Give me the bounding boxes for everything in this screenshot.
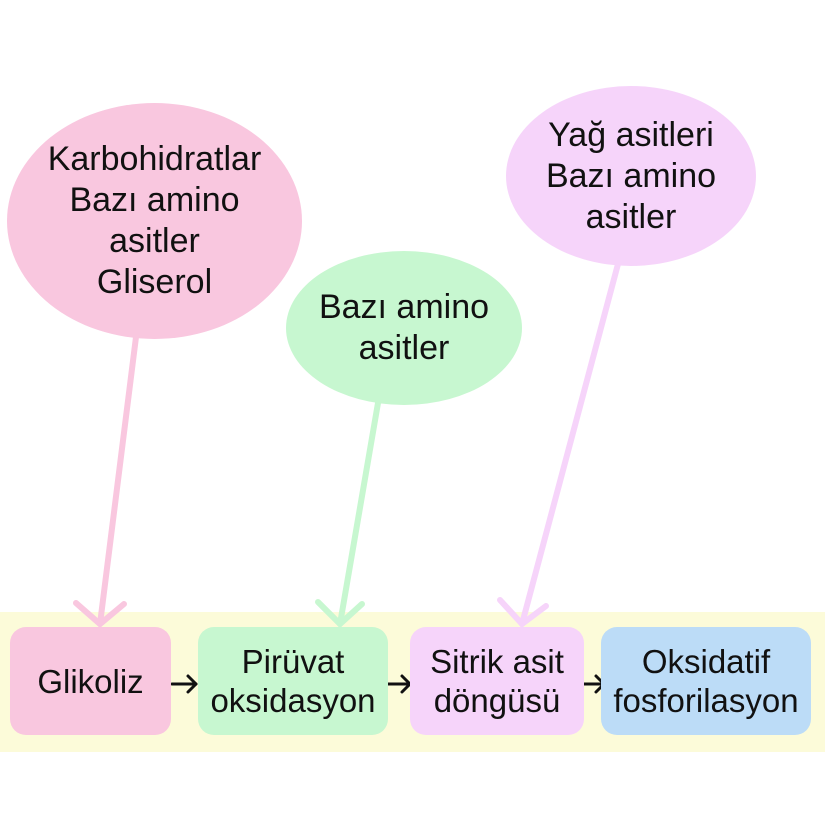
- stage-citric-acid-cycle: Sitrik asit döngüsü: [410, 627, 584, 735]
- source-amino-acids: Bazı amino asitler: [286, 251, 522, 405]
- stage-label-line: oksidasyon: [210, 682, 376, 719]
- source-label-line: asitler: [585, 197, 677, 236]
- stage-label-line: Pirüvat: [241, 643, 345, 680]
- stage-glycolysis: Glikoliz: [10, 627, 171, 735]
- source-carbohydrates: Karbohidratlar Bazı amino asitler Gliser…: [7, 103, 302, 339]
- stage-pyruvate-oxidation: Pirüvat oksidasyon: [198, 627, 388, 735]
- feed-arrow-purple: [497, 261, 621, 629]
- source-label-line: asitler: [109, 222, 200, 260]
- source-label-line: Bazı amino: [318, 288, 490, 326]
- feed-arrow-pink: [73, 334, 139, 628]
- stage-oxidative-phosphorylation: Oksidatif fosforilasyon: [601, 627, 811, 735]
- stage-connector-2: [386, 674, 412, 694]
- source-label-line: asitler: [358, 329, 450, 367]
- source-label-line: Bazı amino: [69, 181, 240, 219]
- source-fatty-acids: Yağ asitleri Bazı amino asitler: [506, 86, 756, 266]
- stage-label-line: Sitrik asit: [430, 643, 564, 680]
- source-label-line: Gliserol: [96, 263, 213, 301]
- stage-label-line: Oksidatif: [641, 643, 771, 680]
- source-label-line: Yağ asitleri: [548, 115, 714, 154]
- source-label-line: Karbohidratlar: [47, 140, 262, 178]
- source-label-line: Bazı amino: [545, 156, 717, 195]
- stage-connector-1: [170, 674, 198, 694]
- stage-label-line: döngüsü: [433, 682, 561, 719]
- feed-arrow-green: [315, 400, 381, 629]
- stage-label-line: fosforilasyon: [613, 682, 799, 719]
- stage-label-line: Glikoliz: [37, 662, 144, 700]
